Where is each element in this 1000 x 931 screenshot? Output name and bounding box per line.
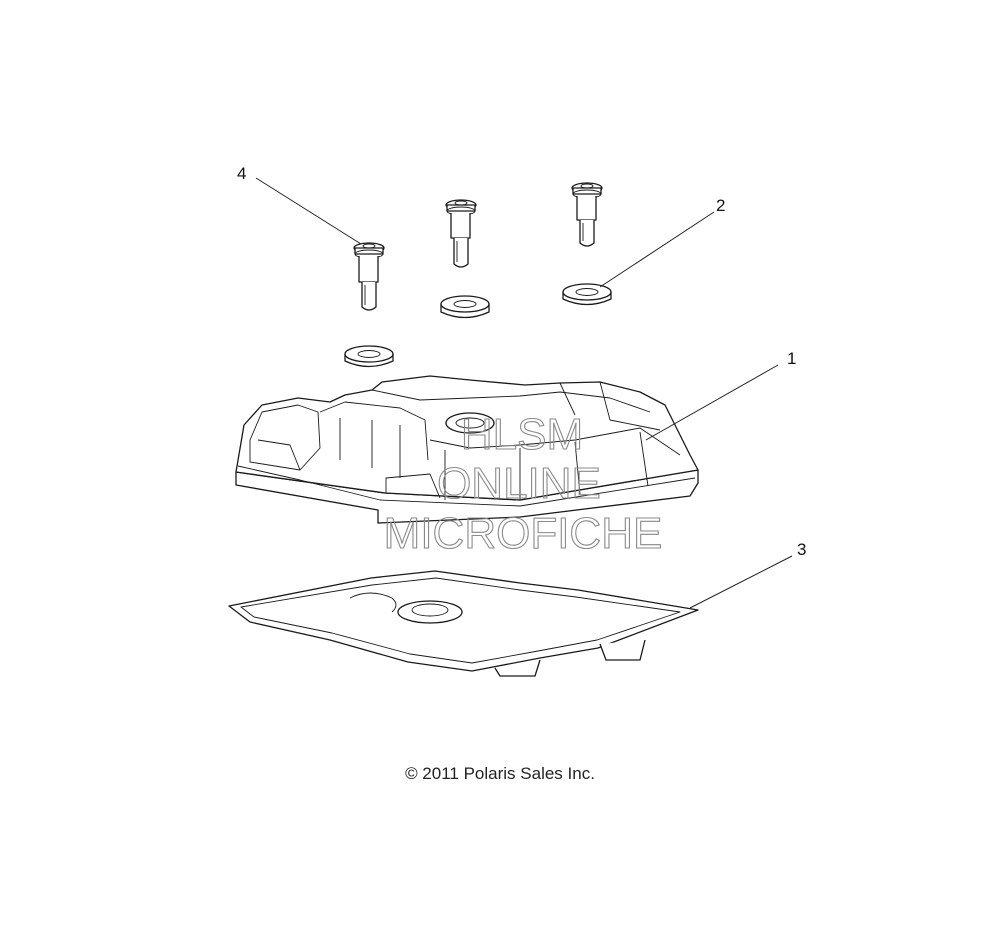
bolt-right (571, 182, 603, 247)
grommet-center (440, 295, 490, 319)
gasket (228, 570, 699, 677)
bolt-center (445, 199, 477, 268)
bolt-left (353, 242, 385, 311)
grommet-left (344, 345, 394, 368)
leader-2 (599, 211, 715, 288)
leader-1 (645, 364, 779, 441)
watermark-line-2: ONLINE (437, 459, 601, 508)
callout-1: 1 (787, 349, 796, 368)
copyright-notice: © 2011 Polaris Sales Inc. (405, 764, 595, 783)
watermark-line-1: HLSM (461, 410, 583, 459)
grommet-right (562, 283, 612, 306)
valve-cover (235, 375, 699, 524)
watermark-line-3: MICROFICHE (384, 509, 663, 558)
callout-4: 4 (237, 164, 246, 183)
leader-4 (255, 177, 362, 245)
callout-3: 3 (797, 540, 806, 559)
callout-2: 2 (716, 196, 725, 215)
leader-3 (689, 555, 793, 609)
